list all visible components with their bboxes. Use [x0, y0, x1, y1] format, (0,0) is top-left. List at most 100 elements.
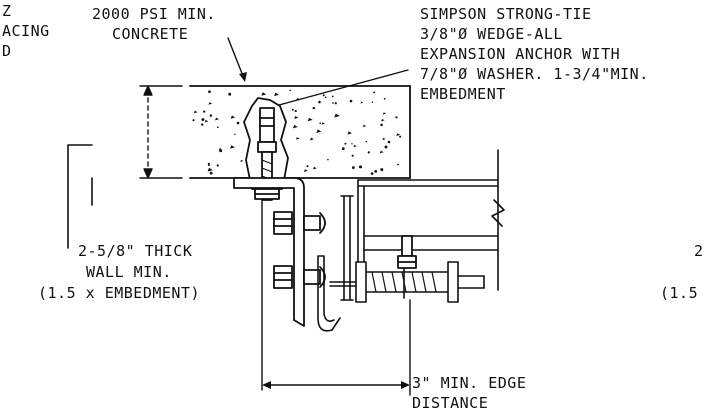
aggregate-dot	[200, 123, 204, 126]
aggregate-stone	[295, 137, 300, 140]
aggregate-dot	[192, 119, 195, 122]
aggregate-stone	[274, 92, 279, 97]
vertical-channel	[341, 196, 353, 300]
embedment-dimension	[140, 86, 182, 178]
aggregate-stone	[396, 133, 401, 136]
aggregate-dot	[331, 95, 334, 98]
aggregate-dot	[209, 114, 213, 117]
aggregate-dot	[322, 94, 325, 97]
aggregate-dot	[327, 158, 329, 161]
aggregate-stone	[240, 159, 244, 162]
bracket-bolt-upper	[274, 212, 325, 234]
aggregate-dot	[344, 142, 347, 145]
aggregate-dot	[236, 121, 240, 125]
aggregate-dot	[384, 145, 388, 149]
aggregate-stone	[309, 137, 314, 141]
aggregate-dot	[201, 118, 205, 122]
bracket-bolt-lower	[274, 266, 325, 288]
aggregate-dot	[234, 133, 236, 136]
aggregate-dot	[216, 126, 219, 129]
beam-framing	[358, 150, 504, 298]
edge-label-line-2: DISTANCE	[412, 394, 489, 412]
aggregate-dot	[207, 162, 210, 165]
aggregate-dot	[324, 96, 327, 99]
aggregate-dot	[203, 110, 206, 113]
aggregate-dot	[208, 90, 211, 94]
left-label-line-2: ACING	[2, 22, 50, 40]
aggregate-dot	[380, 168, 384, 172]
aggregate-stone	[294, 115, 299, 119]
aggregate-stone	[207, 164, 211, 167]
aggregate-stone	[292, 124, 298, 129]
aggregate-stone	[316, 129, 322, 133]
aggregate-dot	[289, 89, 291, 92]
aggregate-stone	[307, 117, 313, 122]
anchor-label-line-1: SIMPSON STRONG-TIE	[420, 5, 592, 23]
edge-label-line-1: 3" MIN. EDGE	[412, 374, 527, 392]
aggregate-dot	[374, 169, 378, 173]
aggregate-dot	[306, 165, 309, 168]
aggregate-stone	[230, 115, 236, 119]
aggregate-dot	[294, 109, 297, 113]
aggregate-stone	[193, 110, 198, 114]
left-label-line-1: Z	[2, 2, 12, 20]
aggregate-stone	[334, 113, 340, 118]
aggregate-stone	[207, 167, 213, 172]
aggregate-dot	[319, 122, 322, 125]
aggregate-stone	[229, 145, 235, 149]
aggregate-dot	[351, 154, 354, 157]
aggregate-stone	[382, 137, 386, 141]
aggregate-dot	[365, 140, 368, 143]
aggregate-dot	[371, 101, 374, 103]
aggregate-stone	[204, 119, 209, 123]
angle-bracket	[234, 178, 304, 326]
aggregate-dot	[399, 135, 402, 138]
aggregate-stone	[362, 124, 367, 128]
concrete-leader	[228, 38, 243, 76]
aggregate-dot	[209, 171, 213, 175]
beam-fastener	[398, 236, 416, 268]
aggregate-stone	[214, 117, 219, 121]
wall-label-line-3: (1.5 x EMBEDMENT)	[38, 284, 201, 302]
anchor-label-line-2: 3/8"Ø WEDGE-ALL	[420, 25, 563, 43]
aggregate-dot	[332, 102, 334, 104]
aggregate-stone	[382, 112, 387, 115]
aggregate-stone	[396, 163, 400, 166]
aggregate-dot	[334, 102, 337, 105]
concrete-label-line-2: CONCRETE	[112, 25, 189, 43]
aggregate-stone	[261, 92, 267, 96]
aggregate-dot	[228, 92, 232, 96]
aggregate-stone	[321, 122, 325, 125]
aggregate-dot	[318, 100, 321, 104]
wall-leader-line	[68, 145, 92, 248]
right-cut-label-line-1: 2	[694, 242, 704, 260]
anchor-label-line-3: EXPANSION ANCHOR WITH	[420, 45, 621, 63]
aggregate-dot	[351, 166, 355, 170]
left-label-line-3: D	[2, 42, 12, 60]
aggregate-stone	[303, 169, 308, 172]
aggregate-stone	[353, 144, 357, 148]
concrete-label-line-1: 2000 PSI MIN.	[92, 5, 216, 23]
edge-distance-dimension	[262, 200, 410, 395]
aggregate-dot	[216, 164, 219, 167]
right-cut-label-line-2: (1.5	[660, 284, 699, 302]
hook-clip	[318, 256, 340, 331]
aggregate-dot	[349, 99, 353, 103]
aggregate-dot	[380, 123, 383, 127]
aggregate-dot	[387, 140, 391, 144]
concrete-slab	[190, 86, 410, 178]
aggregate-stone	[347, 131, 352, 135]
anchor-label-line-5: EMBEDMENT	[420, 85, 506, 103]
aggregate-stone	[360, 101, 364, 104]
aggregate-dot	[395, 116, 398, 119]
aggregate-dot	[367, 151, 370, 154]
wall-label-line-2: WALL MIN.	[86, 263, 172, 281]
concrete-stipple	[192, 89, 402, 175]
aggregate-dot	[370, 172, 374, 175]
aggregate-dot	[341, 147, 345, 151]
aggregate-dot	[383, 97, 386, 100]
anchor-leader	[268, 70, 408, 108]
aggregate-dot	[373, 91, 376, 94]
